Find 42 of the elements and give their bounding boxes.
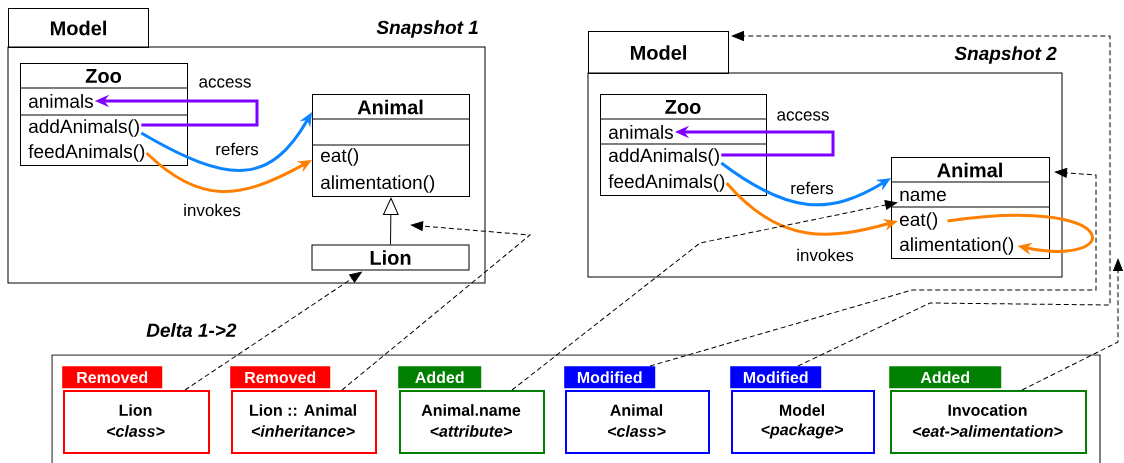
method-label: alimentation() xyxy=(321,175,435,193)
method-label: feedAnimals() xyxy=(28,144,145,162)
arrow xyxy=(947,213,1094,255)
edge-label: invokes xyxy=(182,202,242,218)
method-label: addAnimals() xyxy=(29,119,139,137)
node-label: Snapshot 1 xyxy=(376,20,478,38)
edge-label: access xyxy=(775,110,831,122)
method-label: feedAnimals() xyxy=(608,174,725,192)
method-label: eat() xyxy=(321,148,359,166)
edge-label: refers xyxy=(789,180,835,196)
node-label: Snapshot 2 xyxy=(954,46,1057,64)
change-card: Added Animal.name <attribute> xyxy=(398,366,545,454)
method-label: addAnimals() xyxy=(609,148,719,166)
change-card: Added Invocation <eat->alimentation> xyxy=(889,366,1087,454)
edge-label: refers xyxy=(214,141,260,157)
dashed-arrow xyxy=(184,271,362,391)
node-label: Model xyxy=(630,45,686,60)
change-card: Modified Animal <class> xyxy=(564,366,710,454)
status-tab: Added xyxy=(889,366,1002,389)
status-tab: Removed xyxy=(62,366,163,389)
dashed-arrow xyxy=(649,168,1097,367)
dashed-arrow xyxy=(731,31,1111,367)
class-box: Lion xyxy=(311,244,470,271)
dashed-arrow xyxy=(1021,258,1123,391)
dashed-arrow xyxy=(341,221,531,391)
method-label: alimentation() xyxy=(900,237,1014,255)
change-card: Removed Lion <class> xyxy=(62,366,210,454)
status-tab: Modified xyxy=(730,366,822,389)
edge-label: access xyxy=(197,77,253,89)
inheritance-arrow xyxy=(382,197,399,245)
change-card: Removed Lion :: Animal <inheritance> xyxy=(230,366,377,454)
node-label: Model xyxy=(50,20,106,36)
change-card: Modified Model <package> xyxy=(730,366,875,454)
dashed-arrow xyxy=(511,200,898,391)
edge-label: invokes xyxy=(795,247,855,263)
method-label: eat() xyxy=(900,212,938,230)
status-tab: Removed xyxy=(230,366,331,389)
status-tab: Modified xyxy=(564,366,656,389)
attribute-label: animals xyxy=(609,125,673,139)
attribute-label: animals xyxy=(29,94,93,108)
status-tab: Added xyxy=(398,366,482,389)
attribute-label: name xyxy=(900,190,946,202)
